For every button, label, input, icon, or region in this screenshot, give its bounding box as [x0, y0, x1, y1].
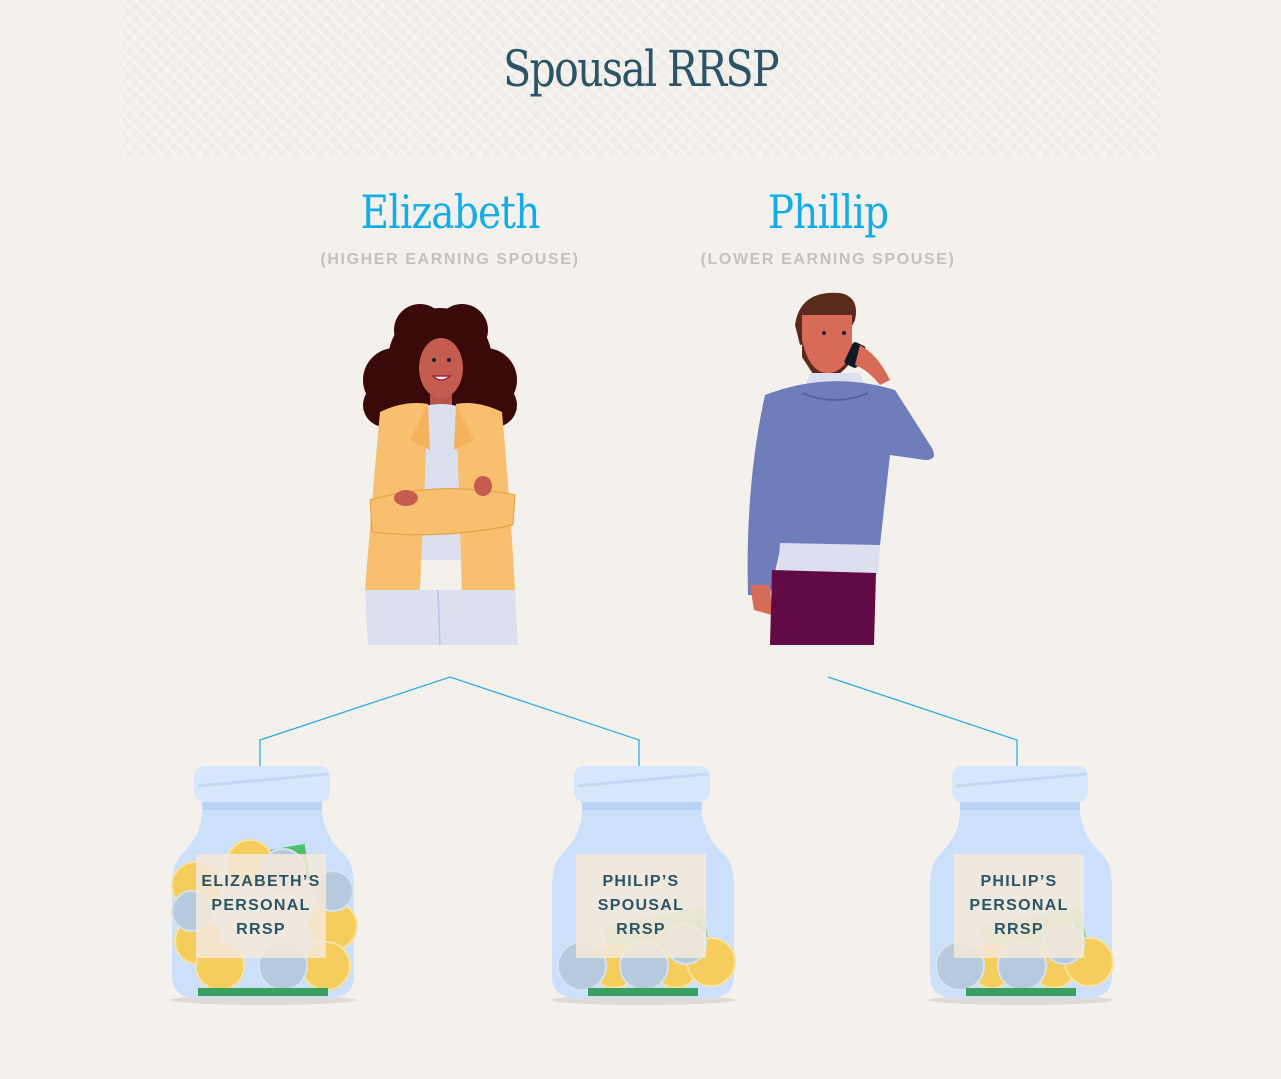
person-role-phillip: (LOWER EARNING SPOUSE) — [700, 251, 956, 268]
jar-label-line2: SPOUSAL — [597, 897, 685, 914]
jar-philip-personal-rrsp: PHILIP’S PERSONAL RRSP — [926, 766, 1116, 1006]
jar-label-line1: PHILIP’S — [602, 873, 680, 890]
jar-elizabeth-personal-rrsp: ELIZABETH’S PERSONAL RRSP — [168, 766, 358, 1006]
header-pattern-band — [123, 0, 1160, 155]
elizabeth-connector-line — [259, 676, 640, 767]
person-name-elizabeth: Elizabeth — [360, 185, 541, 239]
page-title: Spousal RRSP — [503, 40, 779, 98]
jar-label-line1: PHILIP’S — [980, 873, 1058, 890]
jar-label-line3: RRSP — [616, 921, 666, 938]
phillip-connector-line — [827, 676, 1018, 767]
jar-label: PHILIP’S PERSONAL RRSP — [954, 854, 1084, 958]
man-on-phone-illustration — [747, 292, 934, 645]
person-role-elizabeth: (HIGHER EARNING SPOUSE) — [320, 251, 580, 268]
person-name-phillip: Phillip — [767, 185, 889, 239]
jar-label: PHILIP’S SPOUSAL RRSP — [576, 854, 706, 958]
jar-label-line2: PERSONAL — [969, 897, 1069, 914]
jar-label: ELIZABETH’S PERSONAL RRSP — [196, 854, 326, 958]
jar-label-line3: RRSP — [236, 921, 286, 938]
jar-label-line1: ELIZABETH’S — [201, 873, 321, 890]
jar-label-line2: PERSONAL — [211, 897, 311, 914]
jar-philip-spousal-rrsp: PHILIP’S SPOUSAL RRSP — [548, 766, 738, 1006]
jar-label-line3: RRSP — [994, 921, 1044, 938]
woman-arms-crossed-illustration — [363, 304, 518, 646]
